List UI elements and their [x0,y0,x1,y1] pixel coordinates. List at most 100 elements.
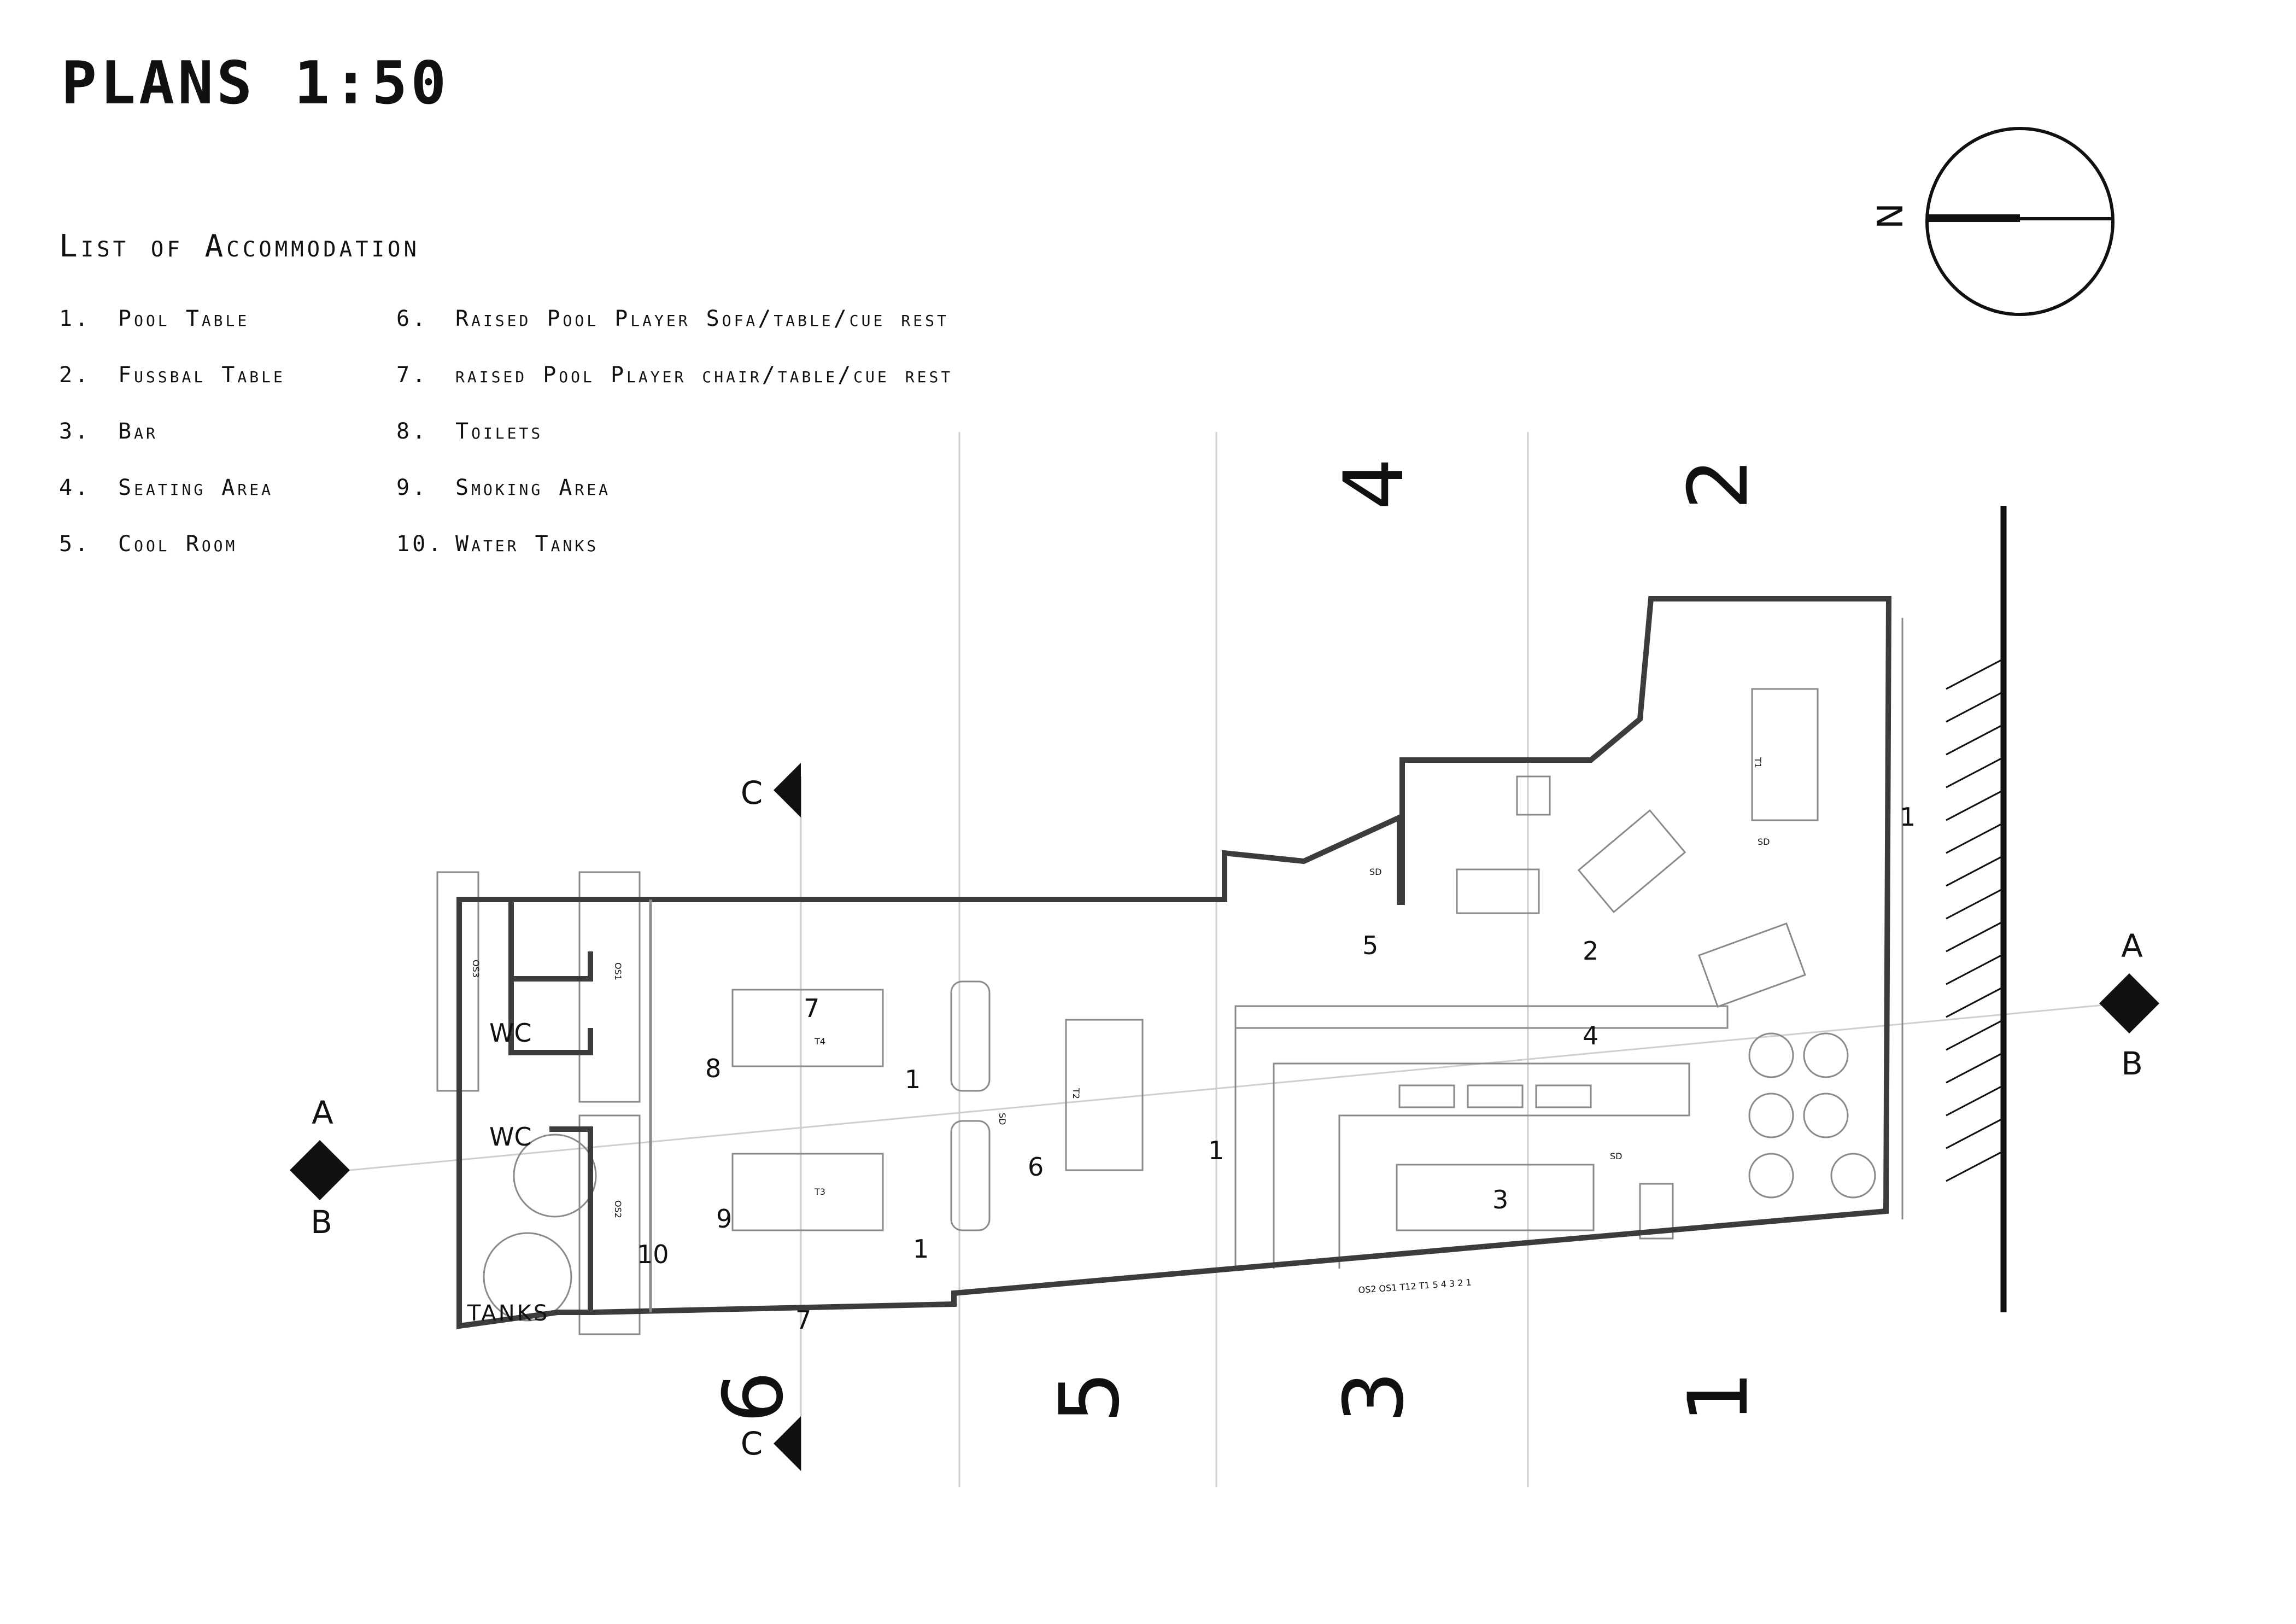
small-annotations: T1 T2 T3 T4 OS1 OS2 OS3 SD SD SD SD OS2 … [471,757,1770,1295]
sd-label: SD [1758,837,1770,847]
legend-item-number: 2. [59,363,91,388]
plan-numbers: 7 8 9 10 7 1 1 6 1 5 2 4 3 1 [637,802,1916,1335]
section-marker-a-label: A [312,1094,333,1131]
sofa-lower [950,1120,991,1231]
sofa-upper [950,980,991,1092]
bar-back-unit [1396,1164,1595,1231]
section-marker-diamond [290,1140,350,1200]
legend-item: 2. Fussbal Table [59,363,285,388]
wc-upper-wall [511,951,593,982]
hatch [1946,986,2004,1018]
section-marker-triangle [774,1416,801,1471]
legend-item-label: Pool Table [118,306,250,331]
hatch [1946,920,2004,953]
hatch [1946,1117,2004,1149]
hatch [1946,723,2004,756]
dashed-zone [578,871,641,1103]
bar-shelf-1 [1398,1084,1455,1108]
building-outline [456,596,1892,1329]
grid-number-1: 1 [1671,1371,1766,1423]
hatch [1946,658,2004,690]
os-label: OS1 [613,962,623,980]
section-marker-c-label: C [741,1425,763,1462]
section-marker-b-label: B [311,1204,332,1241]
hatch [1946,887,2004,920]
os-label: OS2 [613,1200,623,1218]
legend-item-number: 6. [396,306,429,331]
section-marker-a-label: A [2121,927,2143,965]
pool-table-t3 [731,1153,884,1231]
legend-item: 5. Cool Room [59,531,237,557]
round-table [1748,1153,1794,1199]
legend-item: 1. Pool Table [59,306,249,331]
hatch-marks [1946,658,2004,1182]
legend-item-number: 3. [59,419,91,444]
booth-table [1516,775,1551,816]
round-table [1830,1153,1876,1199]
pool-table-t1 [1751,688,1819,821]
north-arrow-pointer [1927,214,2020,222]
round-table [1803,1032,1849,1078]
legend-item-number: 8. [396,419,429,444]
plan-number-7: 7 [795,1305,811,1335]
table-label-t1: T1 [1753,757,1763,768]
round-table [1803,1093,1849,1138]
hatch [1946,822,2004,854]
plan-number-2: 2 [1583,936,1598,966]
hatch [1946,691,2004,723]
round-table [1748,1093,1794,1138]
fussbal-table-2 [1698,922,1806,1008]
bar-key: OS2 OS1 T12 T1 5 4 3 2 1 [1358,1277,1472,1295]
grid-number-6: 6 [706,1371,801,1423]
plan-number-1: 1 [1208,1136,1224,1165]
legend-item-number: 5. [59,531,91,557]
section-marker-a-right: A B [2099,927,2159,1082]
legend-item-number: 4. [59,475,91,500]
legend-item-label: Cool Room [118,531,238,557]
sd-label: SD [1369,867,1381,877]
legend-item: 8. Toilets [396,419,543,444]
pool-table-t2 [1065,1019,1144,1171]
bar-shelf-3 [1535,1084,1592,1108]
legend-item-label: raised Pool Player chair/table/cue rest [455,363,953,388]
grid-number-5: 5 [1042,1371,1138,1423]
legend-item-number: 9. [396,475,429,500]
legend-item: 3. Bar [59,419,158,444]
plan-number-1: 1 [1900,802,1916,832]
plan-number-6: 6 [1028,1152,1044,1182]
legend-item-number: 7. [396,363,429,388]
legend-item-label: Bar [118,419,158,444]
room-labels: WC WC TANKS [467,1018,547,1326]
hatch [1946,1019,2004,1051]
legend-item: 7. raised Pool Player chair/table/cue res… [396,363,953,388]
section-marker-c-label: C [741,774,763,811]
wc-lower-wall [549,1126,593,1312]
grid-number-3: 3 [1327,1371,1422,1423]
section-marker-c-top: C [741,763,801,817]
legend-item-label: Raised Pool Player Sofa/table/cue rest [455,306,949,331]
table-label-t4: T4 [814,1036,825,1047]
sheet-title: PLANS 1:50 [61,49,450,118]
cool-room-unit [1456,868,1540,914]
plan-number-4: 4 [1583,1021,1598,1050]
pool-table-t4 [731,989,884,1067]
hatch [1946,855,2004,887]
legend-item-label: Fussbal Table [118,363,285,388]
section-marker-triangle [774,763,801,817]
legend-item: 6. Raised Pool Player Sofa/table/cue rest [396,306,949,331]
legend-item: 10. Water Tanks [396,531,599,557]
hatch [1946,756,2004,788]
legend-item-label: Water Tanks [455,531,599,557]
legend-item-number: 10. [396,531,444,557]
grid-numbers: 4 2 6 5 3 1 [706,458,1766,1423]
round-table [1748,1032,1794,1078]
section-marker-diamond [2099,973,2159,1033]
legend-item-number: 1. [59,306,91,331]
plan-number-3: 3 [1492,1185,1508,1214]
fussbal-table-1 [1577,809,1686,914]
tank-circle [483,1232,572,1322]
legend-item-label: Toilets [455,419,543,444]
plan-number-9: 9 [716,1204,732,1234]
os-label: OS3 [471,960,481,978]
